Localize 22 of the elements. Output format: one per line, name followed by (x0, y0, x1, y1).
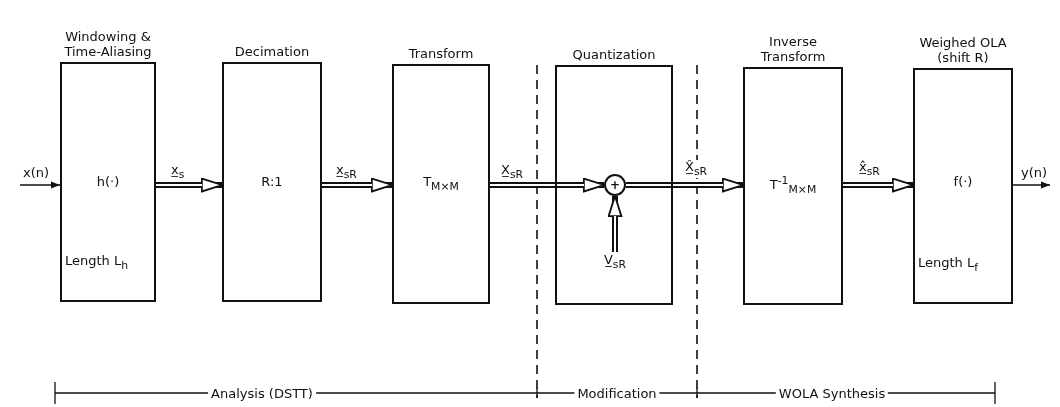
block-label: T$_{M×M}$ (423, 175, 459, 194)
block-label: R:1 (261, 175, 283, 190)
section-label: Analysis (DSTT) (208, 385, 316, 401)
summing-junction: + (604, 174, 626, 196)
section-label: Modification (574, 385, 660, 401)
block-heading: Windowing & Time-Aliasing (63, 30, 153, 60)
edge-label: X̲̂$_{sR}$ (684, 160, 709, 178)
edge-label: x(n) (22, 166, 51, 181)
block-heading: Inverse Transform (759, 35, 827, 65)
block-label: h(·) (96, 175, 120, 190)
block-heading: Transform (407, 47, 475, 62)
block-heading: Quantization (571, 48, 657, 63)
edge-label: x̲̂$_{sR}$ (858, 160, 881, 178)
signal-label: V̲$_{sR}$ (595, 252, 635, 272)
edge-label: X̲$_{sR}$ (500, 163, 525, 181)
edge-label: y(n) (1020, 166, 1049, 181)
block-label: f(·) (953, 175, 973, 190)
block-label: Length L$_{h}$ (65, 253, 129, 272)
section-label: WOLA Synthesis (775, 385, 889, 401)
block-heading: Decimation (233, 45, 311, 60)
block-label: Length L$_{f}$ (918, 255, 979, 274)
block-heading: Weighed OLA (shift R) (918, 36, 1008, 66)
